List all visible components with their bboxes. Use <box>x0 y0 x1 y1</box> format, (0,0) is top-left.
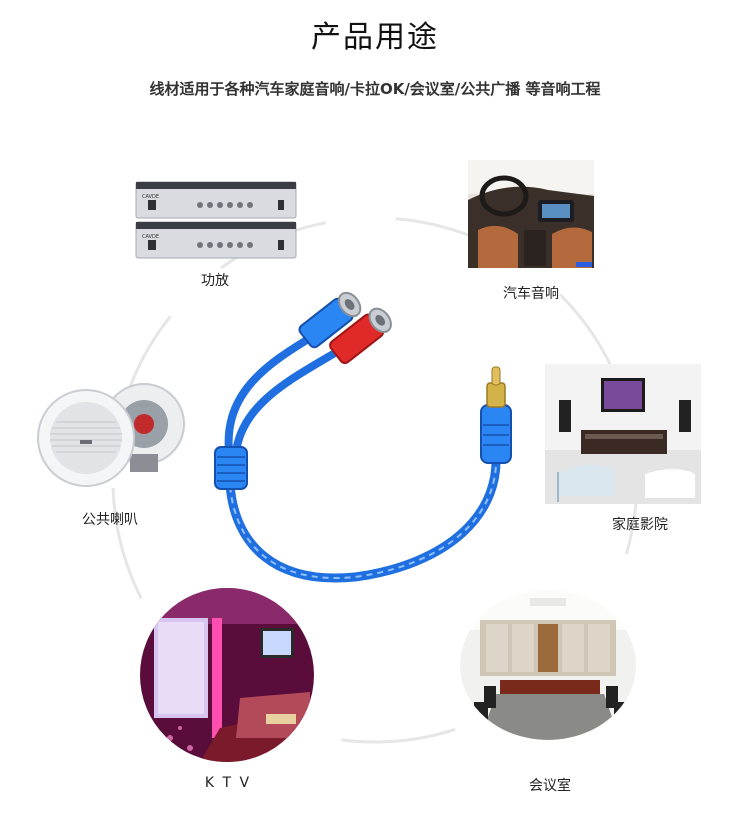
rca-y-cable-image <box>205 285 535 590</box>
meeting-room-label: 会议室 <box>529 778 571 794</box>
amplifier-brand-text-2: CAVDE <box>142 234 159 240</box>
home-theater-image <box>545 364 701 504</box>
page-title: 产品用途 <box>311 20 439 55</box>
public-speaker-label: 公共喇叭 <box>82 512 138 528</box>
car-audio-label: 汽车音响 <box>503 286 559 302</box>
car-interior-image <box>468 160 594 268</box>
ktv-label: K T V <box>204 775 252 791</box>
amplifier-label: 功放 <box>201 273 229 289</box>
page-subtitle: 线材适用于各种汽车家庭音响/卡拉OK/会议室/公共广播 等音响工程 <box>149 80 601 98</box>
amplifier-brand-text: CAVDE <box>142 194 159 200</box>
home-theater-label: 家庭影院 <box>612 517 668 533</box>
ceiling-speaker-image <box>30 368 186 496</box>
amplifier-image: CAVDE CAVDE <box>130 178 300 260</box>
ktv-room-image <box>140 588 314 762</box>
meeting-room-image <box>460 590 636 740</box>
